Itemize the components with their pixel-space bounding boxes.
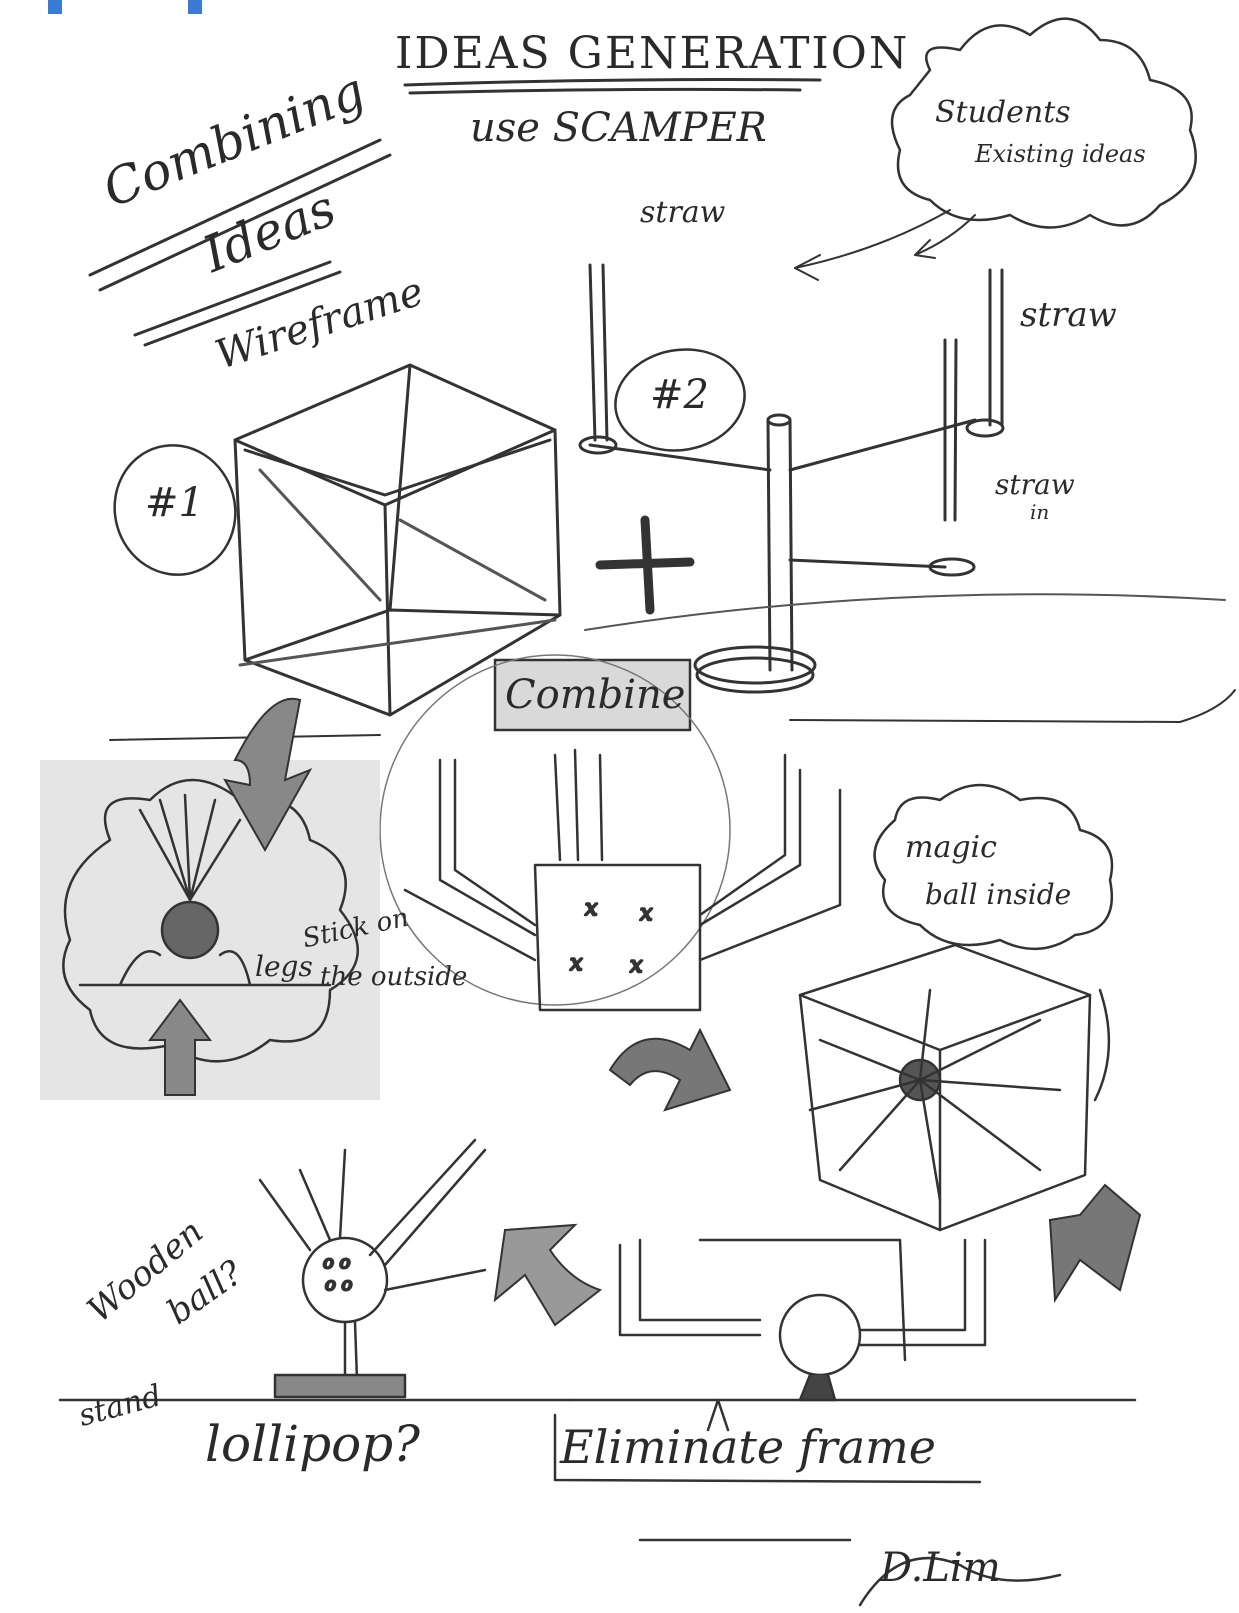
wireframe-cube (233, 363, 562, 717)
legs-label: legs (255, 950, 313, 983)
combined-model: x x x x (403, 748, 842, 1012)
arrow-to-lollipop (493, 1223, 603, 1327)
cloud-arrows (794, 209, 976, 281)
legs-model (78, 793, 332, 987)
bottom-lines (58, 1398, 1062, 1607)
corner-mark-right (188, 0, 202, 14)
heading-title: IDEAS GENERATION (395, 28, 910, 79)
magic-ball-cloud (873, 783, 1114, 951)
straw-in-label: straw (995, 468, 1075, 501)
svg-text:o o: o o (325, 1274, 353, 1295)
curved-arrow-down (223, 697, 313, 853)
straw-right-label: straw (1020, 295, 1117, 335)
combine-box (493, 658, 692, 732)
signature: D.Lim (880, 1545, 1001, 1591)
idea-1-circle (113, 444, 237, 576)
arrow-up-legs (148, 998, 212, 1096)
magic-label: magic (905, 830, 997, 865)
separator-lines (109, 593, 1236, 741)
ball-inside-label: ball inside (925, 878, 1072, 911)
students-label: Students (935, 95, 1071, 130)
arrow-down-right (1048, 1183, 1142, 1304)
svg-text:o o: o o (323, 1252, 351, 1273)
combining-underline (88, 138, 392, 347)
corner-mark-left (48, 0, 62, 14)
idea-2-label: #2 (650, 372, 709, 418)
svg-text:x: x (630, 953, 643, 978)
straw-in-label-2: in (1030, 500, 1050, 524)
existing-ideas-label: Existing ideas (975, 140, 1146, 168)
legs-cloud (62, 778, 360, 1063)
straw-stand (578, 263, 1005, 694)
combine-label: Combine (505, 672, 686, 718)
students-ideas-cloud (890, 17, 1197, 229)
idea-1-label: #1 (145, 480, 204, 526)
lollipop-label: lollipop? (205, 1415, 420, 1473)
plus-sign (595, 515, 695, 615)
outside-label: the outside (320, 962, 468, 992)
svg-text:x: x (585, 896, 598, 921)
title-underline (403, 78, 822, 95)
straw-top-label: straw (640, 195, 726, 230)
lollipop-model: o o o o (258, 1138, 487, 1399)
svg-text:x: x (640, 901, 653, 926)
svg-text:x: x (570, 951, 583, 976)
eliminate-frame-label: Eliminate frame (560, 1420, 936, 1474)
magic-ball-cube (798, 943, 1111, 1232)
heading-subtitle: use SCAMPER (470, 105, 767, 151)
arrow-to-cube (608, 1027, 732, 1112)
eliminate-frame-model (568, 1238, 1137, 1432)
idea-2-circle (614, 348, 746, 452)
